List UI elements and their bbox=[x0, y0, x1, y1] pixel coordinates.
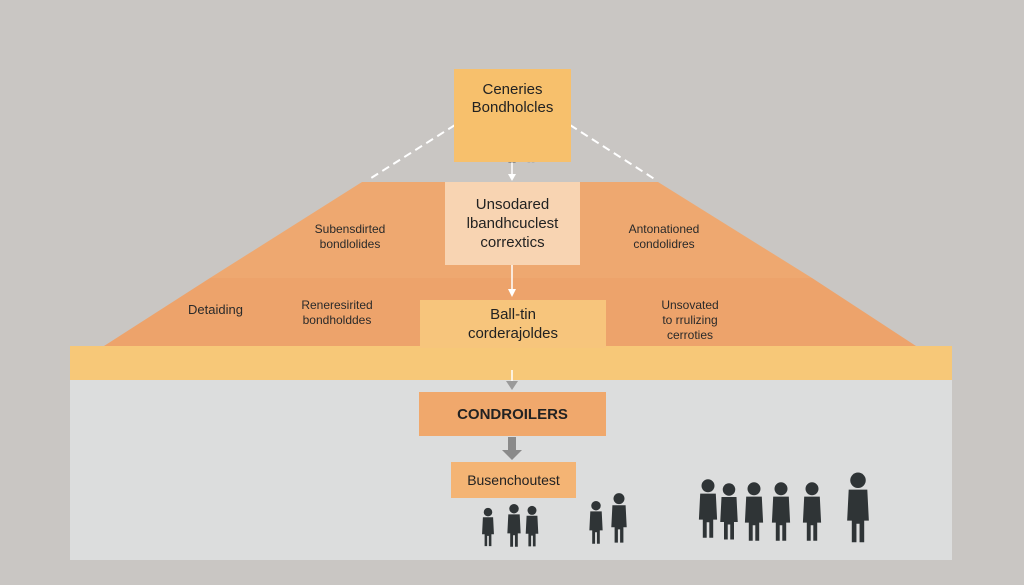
upper-left-line1: Subensdirted bbox=[314, 222, 386, 236]
pyramid-base-band bbox=[70, 346, 952, 380]
controllers-label: CONDROILERS bbox=[457, 405, 568, 423]
arrow-down-icon bbox=[508, 163, 516, 181]
arrow-down-icon bbox=[502, 437, 522, 460]
arrow-down-icon bbox=[508, 265, 516, 297]
upper-right-line1: Antonationed bbox=[628, 222, 700, 236]
dashed-connector-right bbox=[569, 124, 657, 181]
busen-box: Busenchoutest bbox=[451, 462, 576, 498]
upper-right-line2: condolidres bbox=[633, 237, 695, 251]
top-box-line2: Bondholcles bbox=[471, 99, 554, 116]
top-box: Ceneries Bondholcles bbox=[454, 69, 571, 162]
lower-right-label: Unsovated to rrulizing cerroties bbox=[635, 298, 745, 343]
low-box: Ball-tin corderajoldes bbox=[420, 300, 606, 348]
lower-left-label: Reneresirited bondholddes bbox=[282, 298, 392, 328]
low-box-line1: Ball-tin bbox=[490, 306, 536, 323]
lower-right-line3: cerroties bbox=[666, 328, 713, 342]
mid-box-line1: Unsodared bbox=[475, 196, 550, 213]
lower-left-far-label: Detaiding bbox=[188, 302, 243, 317]
lower-right-line1: Unsovated bbox=[661, 298, 719, 312]
lower-right-line2: to rrulizing bbox=[662, 313, 718, 327]
dashed-connector-left bbox=[367, 124, 456, 181]
top-box-line1: Ceneries bbox=[482, 81, 543, 98]
arrow-down-icon bbox=[506, 370, 518, 390]
mid-box: Unsodared lbandhcuclest corrextics bbox=[445, 182, 580, 265]
mid-box-line3: corrextics bbox=[480, 234, 545, 251]
lower-left-line2: bondholddes bbox=[302, 313, 372, 327]
low-box-line2: corderajoldes bbox=[467, 325, 559, 342]
lower-left-line1: Reneresirited bbox=[301, 298, 373, 312]
upper-left-line2: bondlolides bbox=[319, 237, 381, 251]
mid-box-line2: lbandhcuclest bbox=[466, 215, 559, 232]
controllers-box: CONDROILERS bbox=[419, 392, 606, 436]
busen-label: Busenchoutest bbox=[467, 472, 560, 488]
upper-left-label: Subensdirted bondlolides bbox=[290, 222, 410, 252]
upper-right-label: Antonationed condolidres bbox=[604, 222, 724, 252]
